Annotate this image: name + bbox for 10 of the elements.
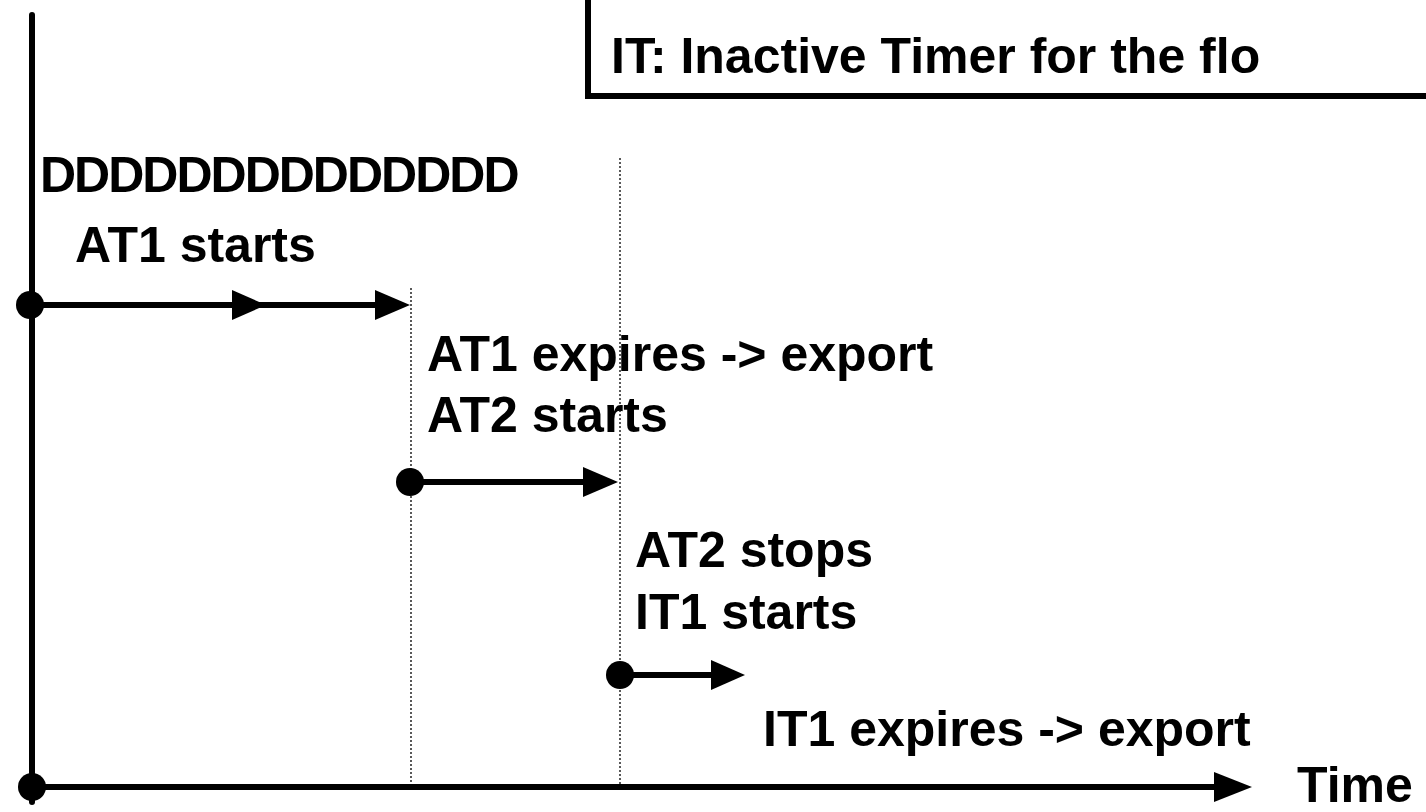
event-label: AT1 starts xyxy=(75,220,316,270)
note-text: IT: Inactive Timer for the flo xyxy=(611,31,1261,81)
event-label: IT1 starts xyxy=(635,587,858,637)
event-label: IT1 expires -> export xyxy=(763,704,1251,754)
event-label: AT1 expires -> export xyxy=(427,329,934,379)
note-box xyxy=(585,0,1426,99)
axis-label: Time xyxy=(1297,760,1413,810)
event-label: DDDDDDDDDDDDDD xyxy=(40,150,518,200)
event-label: AT2 stops xyxy=(635,525,873,575)
event-label: AT2 starts xyxy=(427,390,668,440)
